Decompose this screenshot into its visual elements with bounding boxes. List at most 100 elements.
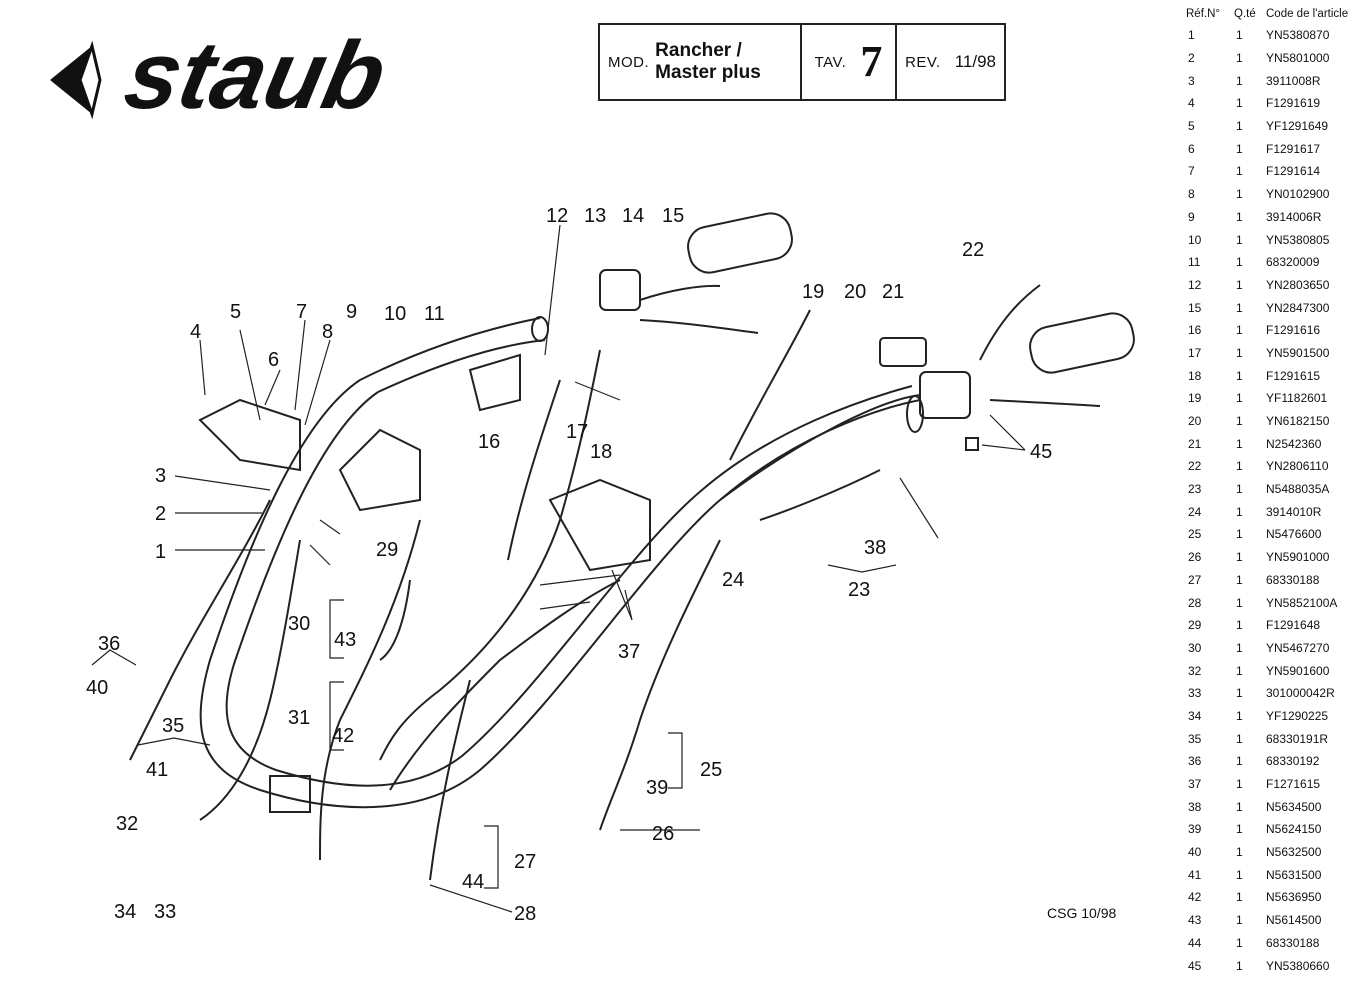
cell-ref: 37 — [1188, 777, 1202, 792]
callout-21: 21 — [882, 281, 904, 303]
cell-qty: 1 — [1236, 822, 1243, 837]
drawing-code: CSG 10/98 — [1047, 905, 1117, 921]
cell-code: YN2806110 — [1266, 459, 1329, 474]
cell-ref: 38 — [1188, 799, 1202, 814]
cell-ref: 20 — [1188, 414, 1202, 429]
callout-11: 11 — [424, 303, 445, 325]
cell-qty: 1 — [1236, 640, 1243, 655]
staub-logo: staub — [40, 21, 500, 129]
cell-code: N5636950 — [1266, 890, 1322, 905]
cell-qty: 1 — [1236, 595, 1243, 610]
switch-box — [879, 337, 927, 367]
cell-ref: 5 — [1188, 119, 1195, 134]
callout-3: 3 — [155, 465, 166, 487]
cell-qty: 1 — [1236, 277, 1243, 292]
cell-qty: 1 — [1236, 958, 1243, 973]
cell-qty: 1 — [1236, 300, 1243, 315]
callout-14: 14 — [622, 205, 644, 227]
cell-qty: 1 — [1236, 119, 1243, 134]
cell-ref: 4 — [1188, 96, 1195, 111]
cell-code: YN5380870 — [1266, 28, 1330, 43]
header-ref: Réf.N° — [1186, 8, 1220, 20]
cell-code: YF1182601 — [1266, 391, 1328, 406]
callout-31: 31 — [288, 707, 310, 729]
callout-15: 15 — [662, 205, 684, 227]
cell-qty: 1 — [1236, 754, 1243, 769]
callout-6: 6 — [268, 349, 279, 371]
callout-38: 38 — [864, 537, 886, 559]
cell-qty: 1 — [1236, 73, 1243, 88]
cell-ref: 24 — [1188, 504, 1202, 519]
cell-qty: 1 — [1236, 890, 1243, 905]
levers — [599, 269, 1101, 451]
grips — [687, 212, 1135, 374]
parts-table: Réf.N° Q.té Code de l'article 1 1 YN538087… — [1178, 4, 1358, 977]
cell-qty: 1 — [1236, 141, 1243, 156]
cell-ref: 12 — [1188, 277, 1202, 292]
cell-code: N5488035A — [1266, 482, 1330, 497]
cell-qty: 1 — [1236, 391, 1243, 406]
cell-code: N5632500 — [1266, 845, 1322, 860]
cell-code: YN5467270 — [1266, 640, 1330, 655]
callout-45: 45 — [1030, 441, 1052, 463]
cell-ref: 2 — [1188, 51, 1195, 66]
callout-17: 17 — [566, 421, 588, 443]
cell-qty: 1 — [1236, 414, 1243, 429]
cell-ref: 41 — [1188, 867, 1202, 882]
cell-ref: 34 — [1188, 708, 1202, 723]
cell-code: N5631500 — [1266, 867, 1322, 882]
cell-code: 68330188 — [1266, 935, 1320, 950]
cell-qty: 1 — [1236, 572, 1243, 587]
tav-label: TAV. — [814, 53, 847, 71]
cell-code: F1291616 — [1266, 323, 1321, 338]
cell-ref: 39 — [1188, 822, 1202, 837]
callout-23: 23 — [848, 579, 870, 601]
parts-table-header: Réf.N° Q.té Code de l'article — [1178, 4, 1358, 24]
cell-qty: 1 — [1236, 187, 1243, 202]
cell-qty: 1 — [1236, 459, 1243, 474]
exploded-diagram: 1 2 3 4 5 6 7 8 9 10 11 12 13 14 15 16 1… — [86, 205, 1135, 925]
callout-22: 22 — [962, 239, 984, 261]
tav-cell: TAV. 7 — [802, 25, 898, 99]
callout-37: 37 — [618, 641, 640, 663]
cell-ref: 1 — [1188, 28, 1195, 43]
cell-code: N5624150 — [1266, 822, 1322, 837]
cell-code: YN5901000 — [1266, 550, 1330, 565]
cell-code: 68330192 — [1266, 754, 1320, 769]
cell-ref: 43 — [1188, 913, 1202, 928]
callout-13: 13 — [584, 205, 606, 227]
cell-ref: 42 — [1188, 890, 1202, 905]
cell-ref: 21 — [1188, 436, 1202, 451]
staub-logo-graphic: staub — [50, 21, 395, 129]
cell-code: 3914010R — [1266, 504, 1322, 519]
callout-30: 30 — [288, 613, 310, 635]
cell-code: 68330191R — [1266, 731, 1329, 746]
callout-5: 5 — [230, 301, 241, 323]
cell-qty: 1 — [1236, 708, 1243, 723]
cell-qty: 1 — [1236, 731, 1243, 746]
cell-code: F1291615 — [1266, 368, 1321, 383]
tav-value: 7 — [860, 37, 883, 86]
callout-20: 20 — [844, 281, 866, 303]
callout-1: 1 — [155, 541, 166, 563]
cell-code: YN2847300 — [1266, 300, 1330, 315]
cell-ref: 29 — [1188, 618, 1202, 633]
callout-43: 43 — [334, 629, 356, 651]
brackets — [198, 353, 651, 813]
cell-qty: 1 — [1236, 209, 1243, 224]
title-block: MOD. Rancher / Master plus TAV. 7 REV. 1… — [598, 23, 1006, 101]
cell-ref: 25 — [1188, 527, 1202, 542]
cell-code: 301000042R — [1266, 686, 1335, 701]
callout-41: 41 — [146, 759, 168, 781]
cell-code: YN5901600 — [1266, 663, 1330, 678]
cell-ref: 10 — [1188, 232, 1202, 247]
